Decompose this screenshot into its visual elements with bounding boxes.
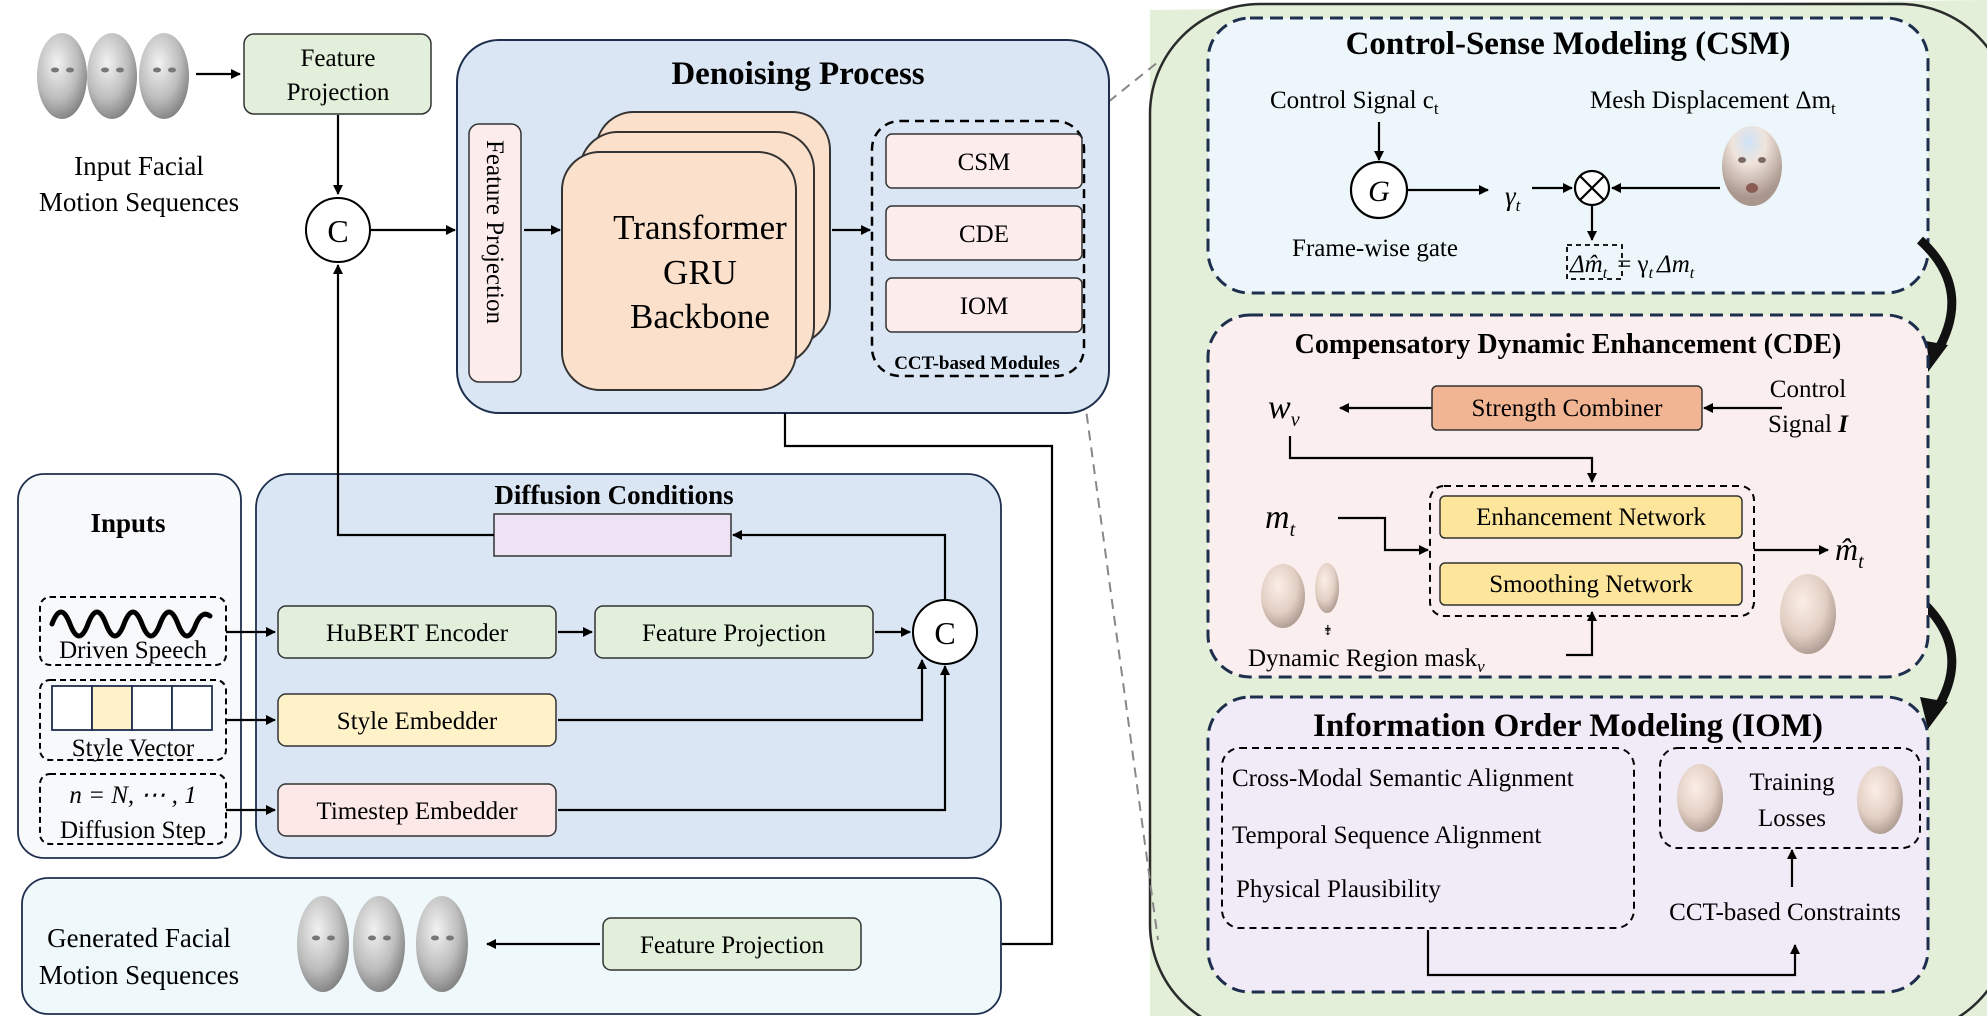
style-embedder-label: Style Embedder [337,708,498,735]
condition-bar [493,513,732,557]
concat-circle-cond [912,599,978,665]
output-panel [21,877,1002,1015]
diffusion-step-label: Diffusion Step [60,817,206,844]
w-v: wv [1268,389,1300,431]
cct-modules-group [870,119,1086,378]
enhancement-network-label: Enhancement Network [1476,504,1706,531]
svg-text:⇟: ⇟ [1322,624,1334,639]
enhancement-network [1439,495,1743,539]
backbone-card [561,151,797,391]
smoothing-network [1439,562,1743,606]
module-csm-label: CSM [958,149,1011,176]
module-iom [885,277,1083,333]
csm-face-icon [1722,126,1782,206]
smoothing-network-label: Smoothing Network [1489,571,1693,598]
module-csm [885,133,1083,189]
backbone-label-1: Transformer [613,208,787,247]
cde-to-iom-arrow [1916,596,1957,715]
iom-title: Information Order Modeling (IOM) [1313,708,1823,744]
iom-item-1: Cross-Modal Semantic Alignment [1232,765,1574,792]
speech-wave-icon [49,609,213,639]
conditions-title: Diffusion Conditions [494,480,733,510]
concat-symbol-cond: C [934,615,955,651]
m-hat-t: m̂t [1835,531,1864,573]
training-label-1: Training [1749,769,1835,796]
iom-face-icons [1677,764,1903,834]
iom-item-2: Temporal Sequence Alignment [1232,822,1541,849]
gate-symbol: G [1368,175,1390,208]
feature-projection-cond [594,605,874,659]
feature-projection-vertical [468,123,522,383]
diffusion-step-formula: n = N, ⋯ , 1 [69,782,196,809]
concat-circle-top [305,197,371,263]
csm-mesh-displacement: Mesh Displacement Δmt [1590,87,1836,118]
csm-control-signal: Control Signal ct [1270,87,1439,118]
cct-modules-caption: CCT-based Modules [894,353,1060,374]
module-cde-label: CDE [959,221,1009,248]
driven-speech-label: Driven Speech [59,637,207,664]
feature-projection-top-label-1: Feature [301,45,376,72]
denoising-title: Denoising Process [671,56,924,92]
output-faces-icon [297,896,468,992]
feature-projection-top-label-2: Projection [287,79,390,106]
hubert-encoder-label: HuBERT Encoder [326,620,509,647]
csm-to-cde-arrow [1916,236,1957,358]
style-vector-label: Style Vector [72,735,195,762]
zoom-line-bottom [1081,379,1159,941]
input-label-1: Input Facial [74,151,204,181]
diffusion-step-group [39,773,227,845]
feature-projection-output-label: Feature Projection [640,932,824,959]
style-embedder [277,693,557,747]
feature-projection-vertical-label: Feature Projection [481,140,508,324]
strength-combiner-label: Strength Combiner [1472,395,1664,422]
inputs-title: Inputs [90,508,165,538]
csm-panel [1206,16,1930,295]
conditions-panel [255,473,1002,859]
input-label-2: Motion Sequences [39,187,239,217]
concat-symbol-top: C [327,213,348,249]
input-faces-icon [37,33,189,119]
style-vector-cells [51,685,213,731]
output-label-2: Motion Sequences [39,960,239,990]
gate-label: Frame-wise gate [1292,235,1458,262]
module-iom-label: IOM [960,293,1009,320]
backbone-label-3: Backbone [630,297,770,336]
output-label-1: Generated Facial [47,923,231,953]
feature-projection-top [243,33,432,115]
iom-item-3: Physical Plausibility [1236,876,1441,903]
cct-constraints: CCT-based Constraints [1669,899,1901,926]
training-label-2: Losses [1758,805,1826,832]
feature-projection-cond-label: Feature Projection [642,620,826,647]
timestep-embedder [277,783,557,837]
csm-title: Control-Sense Modeling (CSM) [1346,26,1791,62]
m-t: mt [1265,499,1296,541]
region-mask: Dynamic Region maskv [1248,645,1485,676]
backbone-label-2: GRU [663,253,737,292]
cde-control-signal-1: Control [1770,376,1846,403]
cde-face-icons: ⇟ [1261,563,1836,654]
hubert-encoder [277,605,557,659]
timestep-embedder-label: Timestep Embedder [316,798,518,825]
module-cde [885,205,1083,261]
cde-title: Compensatory Dynamic Enhancement (CDE) [1295,329,1842,360]
training-losses-group [1659,747,1921,849]
csm-equation-box [1566,244,1623,280]
cde-control-signal-2: Signal I [1768,411,1849,438]
feature-projection-output [602,917,862,971]
gamma-t: γt [1505,181,1522,215]
strength-combiner [1431,385,1703,431]
gate-circle [1349,160,1409,220]
iom-panel [1206,695,1930,994]
